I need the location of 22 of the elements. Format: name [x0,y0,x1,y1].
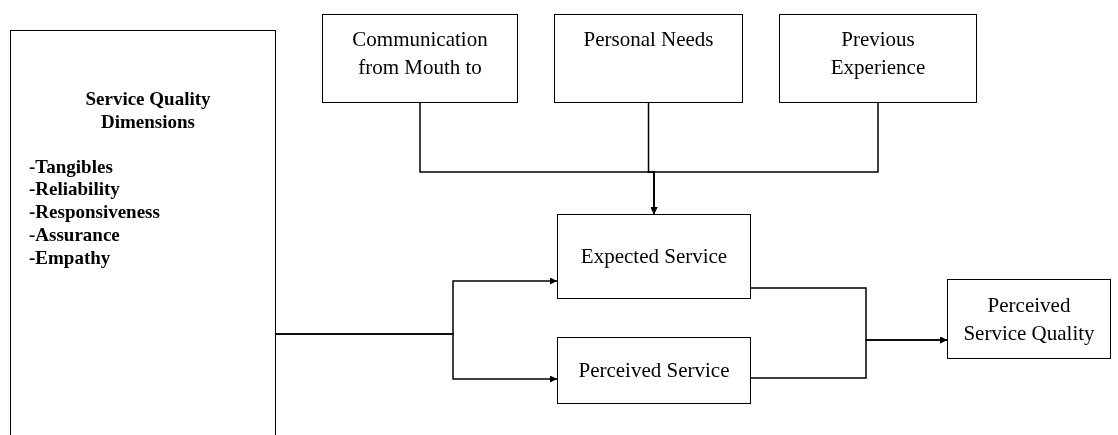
box-label: Perceived Service Quality [962,291,1096,347]
connector-arrow [275,333,558,383]
list-item: -Responsiveness [29,201,161,224]
process-box [779,14,977,103]
box-heading: Service Quality Dimensions [84,88,212,134]
dimensions-box [10,30,276,435]
process-box [557,214,751,299]
list-item: -Empathy [29,246,112,270]
list-item: -Reliability [29,178,121,202]
process-box [322,14,518,103]
box-label: Previous Experience [829,26,927,82]
process-box [557,337,751,404]
list-item: -Assurance [29,224,121,247]
process-box [947,279,1111,359]
box-label: Expected Service [580,243,728,271]
box-label: Personal Needs [583,26,714,53]
connector-arrow [650,102,879,215]
list-item: -Tangibles [29,155,114,179]
connector-arrow [750,336,948,379]
box-label: Perceived Service [578,357,730,385]
box-label: Communication from Mouth to [351,26,489,82]
process-box [554,14,743,103]
